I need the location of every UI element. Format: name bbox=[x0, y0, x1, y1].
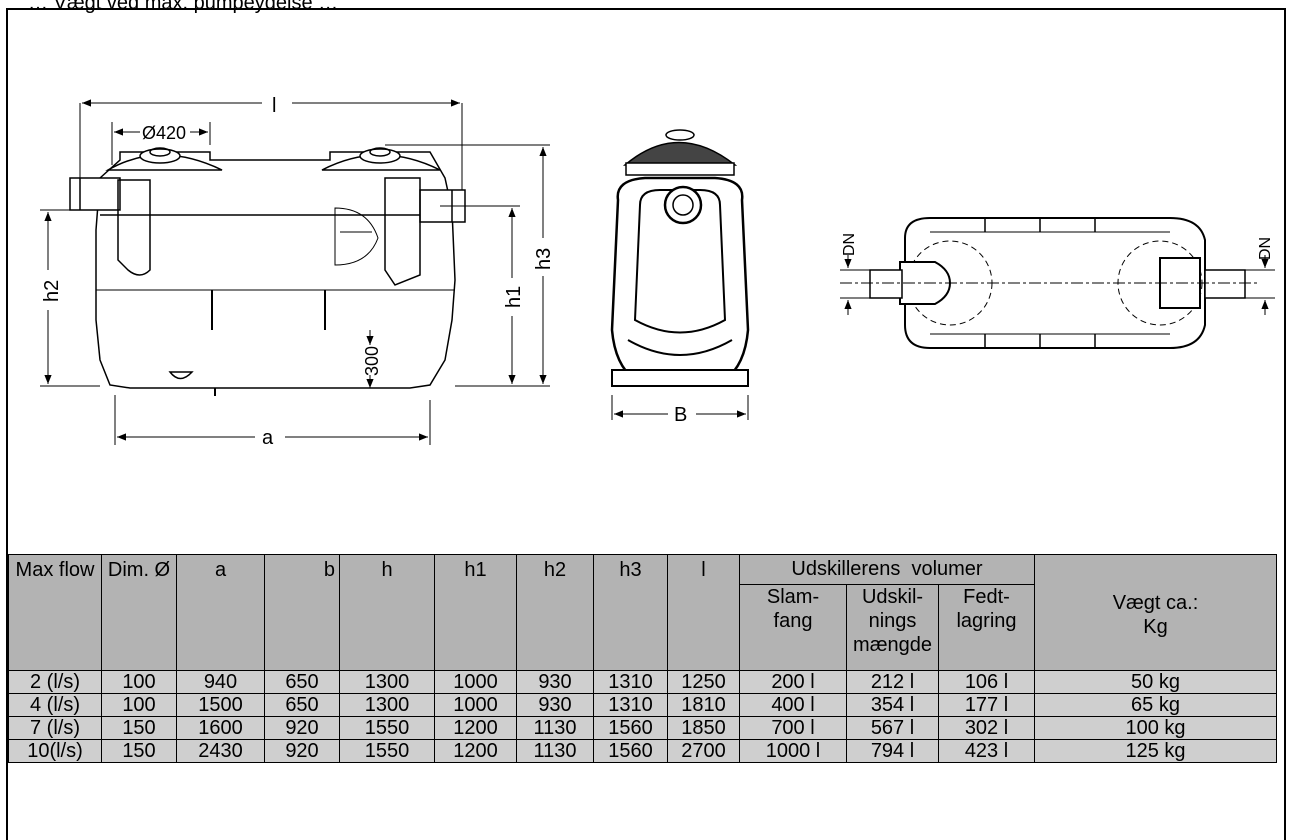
cell: 1130 bbox=[516, 739, 594, 763]
cell: 650 bbox=[264, 670, 340, 694]
cell: 650 bbox=[264, 693, 340, 717]
cell: 1600 bbox=[176, 716, 265, 740]
cell: 125 kg bbox=[1034, 739, 1277, 763]
dn-left-label: DN bbox=[841, 233, 858, 256]
cell: 4 (l/s) bbox=[8, 693, 102, 717]
table-row: 4 (l/s) 100 1500 650 1300 1000 930 1310 … bbox=[8, 693, 1277, 717]
front-view: B bbox=[610, 129, 750, 426]
cell: 920 bbox=[264, 716, 340, 740]
cell: 65 kg bbox=[1034, 693, 1277, 717]
cell: 1200 bbox=[434, 739, 517, 763]
cell: 2700 bbox=[667, 739, 740, 763]
header-text: … Vægt ved max. pumpeydelse … bbox=[28, 0, 339, 14]
cell: 302 l bbox=[938, 716, 1035, 740]
cell: 423 l bbox=[938, 739, 1035, 763]
head-h3: h3 bbox=[593, 554, 668, 671]
table-row: 10(l/s) 150 2430 920 1550 1200 1130 1560… bbox=[8, 739, 1277, 763]
cell: 1310 bbox=[593, 670, 668, 694]
cell: 1550 bbox=[339, 739, 435, 763]
cell: 1300 bbox=[339, 693, 435, 717]
cell: 100 bbox=[101, 693, 177, 717]
cell: 1250 bbox=[667, 670, 740, 694]
dim-a-label: a bbox=[262, 427, 274, 449]
cell: 1550 bbox=[339, 716, 435, 740]
cell: 567 l bbox=[846, 716, 939, 740]
spec-table: Max flow Dim. Ø a b h h1 h2 h3 l Udskill… bbox=[8, 554, 1277, 763]
dim-l-label: l bbox=[272, 95, 276, 117]
cell: 400 l bbox=[739, 693, 847, 717]
cell: 1000 bbox=[434, 670, 517, 694]
cell: 1500 bbox=[176, 693, 265, 717]
dim-diameter-label: Ø420 bbox=[142, 123, 186, 143]
technical-drawing: l Ø420 h2 bbox=[40, 95, 1275, 449]
cell: 1560 bbox=[593, 739, 668, 763]
dim-h3-label: h3 bbox=[533, 248, 555, 270]
head-fedtlagring: Fedt- lagring bbox=[938, 584, 1035, 671]
head-udskilningsmaengde: Udskil- nings mængde bbox=[846, 584, 939, 671]
page-frame bbox=[6, 8, 1286, 840]
cell: 10(l/s) bbox=[8, 739, 102, 763]
cell: 100 kg bbox=[1034, 716, 1277, 740]
cell: 930 bbox=[516, 693, 594, 717]
cell: 1130 bbox=[516, 716, 594, 740]
head-a: a bbox=[176, 554, 265, 671]
cell: 2430 bbox=[176, 739, 265, 763]
cell: 1000 l bbox=[739, 739, 847, 763]
head-b: b bbox=[264, 554, 340, 671]
cell: 794 l bbox=[846, 739, 939, 763]
cell: 150 bbox=[101, 716, 177, 740]
cell: 212 l bbox=[846, 670, 939, 694]
dim-300-label: 300 bbox=[362, 346, 382, 376]
head-volume-group: Udskillerens volumer bbox=[739, 554, 1035, 585]
head-h1: h1 bbox=[434, 554, 517, 671]
cell: 1560 bbox=[593, 716, 668, 740]
dim-h1-label: h1 bbox=[503, 286, 525, 308]
cell: 1850 bbox=[667, 716, 740, 740]
head-weight: Vægt ca.: Kg bbox=[1034, 554, 1277, 671]
cell: 354 l bbox=[846, 693, 939, 717]
cell: 940 bbox=[176, 670, 265, 694]
cell: 150 bbox=[101, 739, 177, 763]
cell: 106 l bbox=[938, 670, 1035, 694]
cell: 1000 bbox=[434, 693, 517, 717]
cell: 2 (l/s) bbox=[8, 670, 102, 694]
cell: 177 l bbox=[938, 693, 1035, 717]
cell: 50 kg bbox=[1034, 670, 1277, 694]
cell: 1310 bbox=[593, 693, 668, 717]
table-row: 7 (l/s) 150 1600 920 1550 1200 1130 1560… bbox=[8, 716, 1277, 740]
side-view: l Ø420 h2 bbox=[40, 95, 555, 449]
head-h2: h2 bbox=[516, 554, 594, 671]
cell: 1300 bbox=[339, 670, 435, 694]
cell: 200 l bbox=[739, 670, 847, 694]
head-max-flow: Max flow bbox=[8, 554, 102, 671]
cell: 1200 bbox=[434, 716, 517, 740]
head-slamfang: Slam- fang bbox=[739, 584, 847, 671]
dn-right-label: DN bbox=[1257, 237, 1274, 260]
table-row: 2 (l/s) 100 940 650 1300 1000 930 1310 1… bbox=[8, 670, 1277, 694]
cell: 100 bbox=[101, 670, 177, 694]
dim-B-label: B bbox=[674, 404, 687, 426]
cell: 1810 bbox=[667, 693, 740, 717]
cell: 930 bbox=[516, 670, 594, 694]
top-view: DN DN bbox=[840, 217, 1275, 349]
cell: 920 bbox=[264, 739, 340, 763]
dim-h2-label: h2 bbox=[41, 280, 63, 302]
head-h: h bbox=[339, 554, 435, 671]
head-l: l bbox=[667, 554, 740, 671]
head-dim: Dim. Ø bbox=[101, 554, 177, 671]
cell: 7 (l/s) bbox=[8, 716, 102, 740]
cell: 700 l bbox=[739, 716, 847, 740]
